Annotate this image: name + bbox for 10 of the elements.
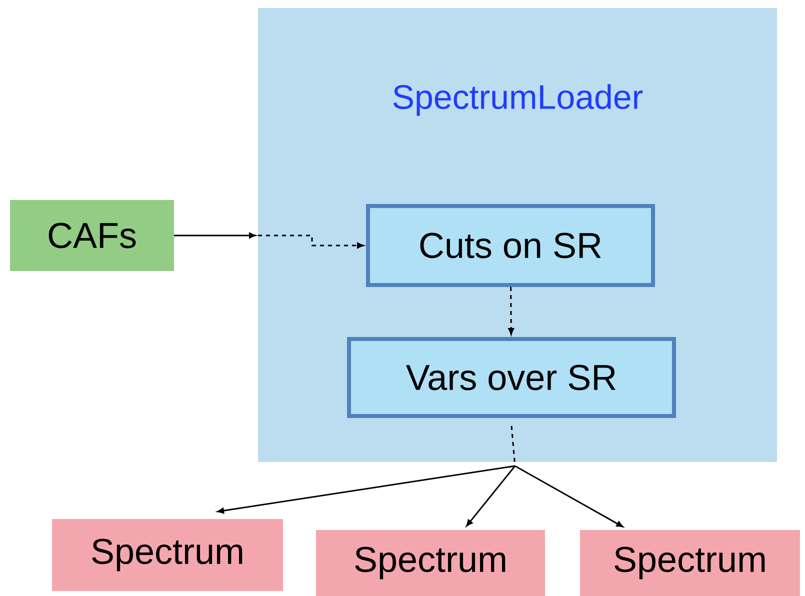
arrow xyxy=(508,286,514,335)
process-box: Cuts on SR xyxy=(366,204,655,287)
arrow xyxy=(258,234,364,248)
process-box: Vars over SR xyxy=(347,336,676,418)
output-box: Spectrum xyxy=(52,518,283,591)
branching-arrow xyxy=(217,426,624,528)
output-box: Spectrum xyxy=(316,530,545,596)
output-box: Spectrum xyxy=(580,530,800,596)
input-box: CAFs xyxy=(10,200,174,271)
arrow xyxy=(174,232,256,238)
